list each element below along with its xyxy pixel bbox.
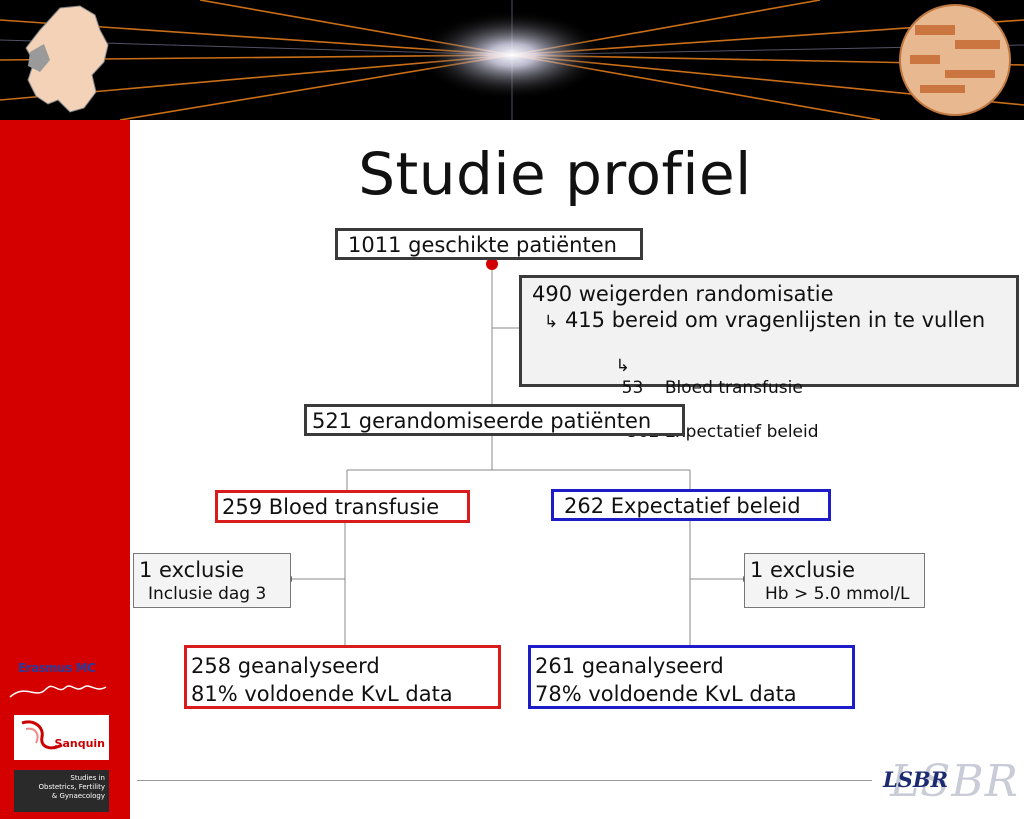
left-arm-text: 259 Bloed transfusie (222, 495, 439, 519)
eligible-text: 1011 geschikte patiënten (348, 233, 617, 257)
left-analyzed-box: 258 geanalyseerd 81% voldoende KvL data (184, 645, 501, 709)
right-data-text: 78% voldoende KvL data (535, 680, 852, 708)
footer-divider (137, 780, 872, 781)
eligible-box: 1011 geschikte patiënten (335, 228, 643, 260)
left-arm-box: 259 Bloed transfusie (215, 490, 470, 523)
arrow-icon: ↳ (616, 356, 630, 376)
willing-text: 415 bereid om vragenlijsten in te vullen (565, 308, 985, 332)
studies-line-3: & Gynaecology (14, 792, 105, 801)
studies-line-1: Studies in (14, 774, 105, 783)
erasmus-logo: Erasmus MC (18, 661, 95, 675)
right-arm-box: 262 Expectatief beleid (551, 489, 831, 521)
refused-box: 490 weigerden randomisatie ↳ 415 bereid … (519, 275, 1019, 387)
studies-logo: Studies in Obstetrics, Fertility & Gynae… (14, 770, 109, 812)
left-exclusion-text: 1 exclusie (139, 557, 290, 583)
lsbr-logo: LSBR (883, 767, 948, 792)
right-exclusion-reason: Hb > 5.0 mmol/L (750, 583, 924, 605)
randomized-text: 521 gerandomiseerde patiënten (312, 409, 651, 433)
studies-line-2: Obstetrics, Fertility (14, 783, 105, 792)
randomized-box: 521 gerandomiseerde patiënten (304, 404, 685, 436)
right-exclusion-box: 1 exclusie Hb > 5.0 mmol/L (744, 553, 925, 608)
erasmus-signature-icon (6, 675, 116, 705)
refused-text: 490 weigerden randomisatie (532, 281, 1016, 307)
left-exclusion-box: 1 exclusie Inclusie dag 3 (133, 553, 291, 608)
left-data-text: 81% voldoende KvL data (191, 680, 498, 708)
right-analyzed-box: 261 geanalyseerd 78% voldoende KvL data (528, 645, 855, 709)
left-analyzed-text: 258 geanalyseerd (191, 652, 498, 680)
left-exclusion-reason: Inclusie dag 3 (139, 583, 290, 605)
sanquin-text: Sanquin (55, 737, 105, 750)
arrow-icon: ↳ (544, 312, 558, 332)
sanquin-logo: Sanquin (14, 715, 109, 760)
right-exclusion-text: 1 exclusie (750, 557, 924, 583)
right-analyzed-text: 261 geanalyseerd (535, 652, 852, 680)
refused-transfusion-text: 53 Bloed transfusie (622, 378, 803, 398)
right-arm-text: 262 Expectatief beleid (564, 494, 801, 518)
